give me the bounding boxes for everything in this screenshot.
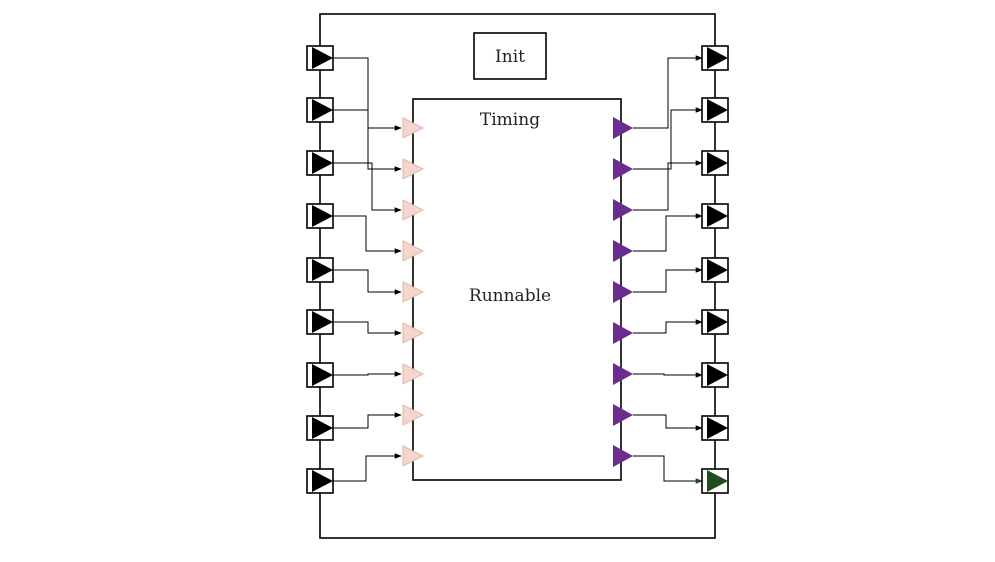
input-port-2[interactable] [306, 97, 334, 123]
input-port-5[interactable] [306, 257, 334, 283]
output-port-5[interactable] [701, 257, 729, 283]
runnable-output-8-outport-triangle-icon[interactable] [613, 404, 633, 426]
port-triangle-icon [312, 470, 333, 492]
output-wire-9 [633, 455, 703, 484]
output-wire-8 [633, 414, 703, 431]
port-triangle-icon [312, 99, 333, 121]
runnable-output-7-outport-triangle-icon[interactable] [613, 363, 633, 385]
port-triangle-icon [707, 259, 728, 281]
input-wire-9 [333, 453, 402, 482]
runnable-block[interactable]: Timing Runnable [412, 98, 622, 481]
runnable-output-2-outport-triangle-icon[interactable] [613, 158, 633, 180]
port-triangle-icon [707, 99, 728, 121]
runnable-input-5-inport-triangle-icon[interactable] [402, 281, 425, 303]
output-wire-5 [633, 267, 703, 293]
port-triangle-icon [707, 47, 728, 69]
port-triangle-icon [312, 259, 333, 281]
port-triangle-icon [312, 205, 333, 227]
input-wire-1 [333, 57, 402, 131]
input-port-4[interactable] [306, 203, 334, 229]
input-wire-8 [333, 412, 402, 429]
input-port-8[interactable] [306, 415, 334, 441]
output-wire-4 [633, 213, 703, 252]
input-port-3[interactable] [306, 150, 334, 176]
port-triangle-icon [707, 470, 728, 492]
output-wire-7 [633, 372, 703, 378]
runnable-input-3-inport-triangle-icon[interactable] [402, 199, 425, 221]
runnable-output-9-outport-triangle-icon[interactable] [613, 445, 633, 467]
port-triangle-icon [312, 364, 333, 386]
runnable-output-4-outport-triangle-icon[interactable] [613, 240, 633, 262]
port-triangle-icon [707, 205, 728, 227]
init-block[interactable]: Init [473, 32, 547, 80]
runnable-input-9-inport-triangle-icon[interactable] [402, 445, 425, 467]
input-wire-2 [333, 109, 402, 172]
output-ports [701, 45, 729, 494]
output-wire-6 [633, 319, 703, 334]
output-wire-2 [633, 107, 703, 170]
output-port-6[interactable] [701, 309, 729, 335]
input-port-7[interactable] [306, 362, 334, 388]
runnable-input-7-inport-triangle-icon[interactable] [402, 363, 425, 385]
port-triangle-icon [707, 152, 728, 174]
port-triangle-icon [707, 364, 728, 386]
input-port-9[interactable] [306, 468, 334, 494]
output-port-4[interactable] [701, 203, 729, 229]
port-triangle-icon [707, 417, 728, 439]
output-port-2[interactable] [701, 97, 729, 123]
input-wire-6 [333, 321, 402, 336]
output-port-9[interactable] [701, 468, 729, 494]
port-triangle-icon [312, 152, 333, 174]
runnable-inputs [402, 117, 425, 467]
runnable-output-1-outport-triangle-icon[interactable] [613, 117, 633, 139]
input-wire-5 [333, 269, 402, 295]
runnable-output-6-outport-triangle-icon[interactable] [613, 322, 633, 344]
runnable-label: Runnable [469, 286, 551, 306]
runnable-input-1-inport-triangle-icon[interactable] [402, 117, 425, 139]
init-label: Init [495, 47, 525, 67]
input-wire-7 [333, 371, 402, 377]
runnable-output-3-outport-triangle-icon[interactable] [613, 199, 633, 221]
port-triangle-icon [707, 311, 728, 333]
output-port-1[interactable] [701, 45, 729, 71]
input-port-6[interactable] [306, 309, 334, 335]
timing-label: Timing [480, 110, 540, 130]
output-wire-3 [633, 160, 703, 211]
port-triangle-icon [312, 47, 333, 69]
output-wire-1 [633, 55, 703, 129]
input-ports [306, 45, 334, 494]
input-port-1[interactable] [306, 45, 334, 71]
input-wire-3 [333, 162, 402, 213]
input-wire-4 [333, 215, 402, 254]
runnable-input-6-inport-triangle-icon[interactable] [402, 322, 425, 344]
output-port-7[interactable] [701, 362, 729, 388]
runnable-input-8-inport-triangle-icon[interactable] [402, 404, 425, 426]
runnable-input-4-inport-triangle-icon[interactable] [402, 240, 425, 262]
output-port-8[interactable] [701, 415, 729, 441]
runnable-output-5-outport-triangle-icon[interactable] [613, 281, 633, 303]
port-triangle-icon [312, 311, 333, 333]
output-port-3[interactable] [701, 150, 729, 176]
port-triangle-icon [312, 417, 333, 439]
runnable-input-2-inport-triangle-icon[interactable] [402, 158, 425, 180]
runnable-outputs [613, 117, 633, 467]
signal-wires [333, 55, 703, 484]
